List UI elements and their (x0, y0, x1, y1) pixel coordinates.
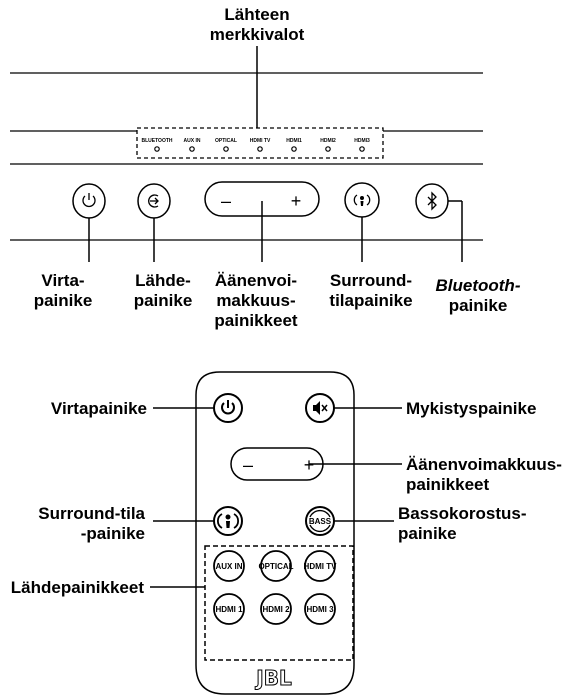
mute-icon (313, 401, 328, 415)
indicator-label: OPTICAL (215, 138, 237, 144)
indicator-label: BLUETOOTH (141, 138, 172, 144)
remote-mute-label: Mykistyspainike (406, 399, 536, 418)
source-button[interactable] (137, 183, 171, 219)
volume-minus-button[interactable]: – (221, 191, 231, 211)
remote-volume-minus-button[interactable]: – (243, 455, 253, 475)
indicator-title-line2: merkkivalot (210, 25, 305, 44)
bass-icon: BASS (309, 509, 332, 533)
remote-source-button-label: AUX IN (215, 562, 242, 571)
source-input-icon (148, 194, 159, 208)
surround-icon (353, 194, 371, 206)
power-icon (221, 400, 235, 415)
indicator-led (223, 146, 229, 152)
bluetooth-label-line1: Bluetooth- (436, 276, 521, 295)
remote-source-button-label: HDMI 3 (306, 605, 334, 614)
remote-source-button-label: HDMI TV (304, 562, 338, 571)
power-icon (82, 193, 96, 208)
remote-source-button[interactable]: HDMI 3 (304, 593, 336, 625)
volume-label-line1: Äänenvoi- (215, 271, 297, 290)
remote-volume-label-line2: painikkeet (406, 475, 489, 494)
remote-mute-button[interactable] (305, 393, 335, 423)
bluetooth-icon (427, 191, 437, 211)
indicator-title-line1: Lähteen (224, 5, 289, 24)
remote-surround-label-line1: Surround-tila (38, 504, 145, 523)
indicator-label: HDMI3 (354, 138, 370, 144)
indicator-led (291, 146, 297, 152)
source-indicators: BLUETOOTH AUX IN OPTICAL HDMI TV HDMI1 HDMI2 H… (141, 138, 370, 152)
remote-bass-label-line2: painike (398, 524, 457, 543)
remote-source-button[interactable]: HDMI TV (304, 550, 338, 582)
remote-source-buttons[interactable]: AUX IN OPTICAL HDMI TV HDMI 1 HDMI 2 HDMI 3 (213, 550, 338, 625)
soundbar-panel: Lähteen merkkivalot BLUETOOTH AUX IN OPTIC… (10, 5, 521, 330)
remote-source-button-label: HDMI 2 (262, 605, 290, 614)
indicator-label: AUX IN (184, 138, 201, 144)
remote-source-button[interactable]: OPTICAL (258, 550, 294, 582)
surround-icon (216, 513, 240, 529)
surround-label-line2: tilapainike (329, 291, 412, 310)
bluetooth-label-line2: painike (449, 296, 508, 315)
remote-source-button[interactable]: HDMI 2 (260, 593, 292, 625)
indicator-led (154, 146, 160, 152)
indicator-led (325, 146, 331, 152)
bluetooth-button[interactable] (415, 183, 449, 219)
indicator-label: HDMI TV (250, 138, 271, 144)
remote-bass-label-line1: Bassokorostus- (398, 504, 526, 523)
power-label-line1: Virta- (41, 271, 84, 290)
indicator-led (189, 146, 195, 152)
remote-surround-button[interactable] (213, 506, 243, 536)
remote-power-label: Virtapainike (51, 399, 147, 418)
brand-logo: JBL (254, 666, 292, 690)
remote-source-button[interactable]: HDMI 1 (213, 593, 245, 625)
surround-button[interactable] (344, 182, 380, 218)
indicator-led (257, 146, 263, 152)
bass-label: BASS (309, 517, 332, 526)
volume-label-line2: makkuus- (216, 291, 295, 310)
remote-source-box (204, 545, 354, 661)
volume-buttons[interactable]: – + (204, 181, 320, 217)
volume-label-line3: painikkeet (214, 311, 297, 330)
indicator-box (136, 127, 384, 159)
source-label-line2: painike (134, 291, 193, 310)
remote-volume-label-line1: Äänenvoimakkuus- (406, 455, 562, 474)
remote-source-button-label: HDMI 1 (215, 605, 243, 614)
remote-source-button-label: OPTICAL (258, 562, 293, 571)
indicator-label: HDMI1 (286, 138, 302, 144)
volume-plus-button[interactable]: + (291, 191, 302, 211)
indicator-led (359, 146, 365, 152)
remote-surround-label-line2: -painike (81, 524, 145, 543)
remote-power-button[interactable] (213, 393, 243, 423)
source-label-line1: Lähde- (135, 271, 191, 290)
remote-bass-button[interactable]: BASS (305, 506, 335, 536)
remote-source-button[interactable]: AUX IN (213, 550, 245, 582)
indicator-label: HDMI2 (320, 138, 336, 144)
power-button[interactable] (72, 183, 106, 219)
surround-label-line1: Surround- (330, 271, 412, 290)
power-label-line2: painike (34, 291, 93, 310)
remote-volume-plus-button[interactable]: + (304, 455, 315, 475)
remote-sources-label: Lähdepainikkeet (11, 578, 145, 597)
